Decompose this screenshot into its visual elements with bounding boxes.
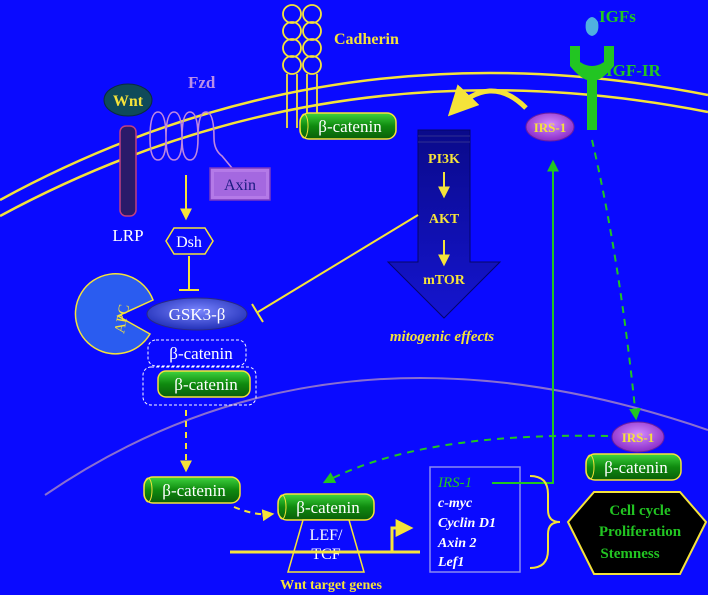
gene-cyclin-d1: Cyclin D1 <box>438 516 496 531</box>
cadherin-label: Cadherin <box>334 31 399 48</box>
irs1-membrane: IRS-1 <box>525 112 575 142</box>
svg-text:Cell cycle: Cell cycle <box>609 503 671 519</box>
lrp-receptor <box>119 125 137 217</box>
svg-text:β-catenin: β-catenin <box>604 458 668 477</box>
wnt-target-genes-label: Wnt target genes <box>280 578 382 593</box>
beta-catenin-irs1-complex: β-catenin <box>585 453 682 481</box>
transcription-start-arrow <box>390 519 414 552</box>
cell-membrane-outer <box>0 71 708 202</box>
svg-text:LEF/: LEF/ <box>310 527 343 544</box>
gsk3b-node: GSK3-β <box>146 297 248 331</box>
cell-membrane-inner <box>0 89 708 218</box>
beta-catenin-membrane: β-catenin <box>299 112 397 140</box>
svg-text:TCF: TCF <box>311 546 340 563</box>
svg-text:Stemness: Stemness <box>600 546 659 562</box>
target-genes-box <box>429 466 521 573</box>
svg-text:Wnt: Wnt <box>113 93 144 110</box>
svg-text:β-catenin: β-catenin <box>169 344 233 363</box>
igf-ir-to-nuclear-irs1-arrow <box>591 139 642 421</box>
genes-brace <box>529 475 561 569</box>
gene-cmyc: c-myc <box>438 496 473 511</box>
fzd-label: Fzd <box>188 73 216 92</box>
lef-tcf-factor: LEF/ TCF <box>287 519 365 573</box>
svg-text:β-catenin: β-catenin <box>162 481 226 500</box>
axin-box: Axin <box>209 167 271 201</box>
akt-inhibits-gsk3-line <box>257 214 419 313</box>
irs1-feedback-arrow <box>492 159 559 484</box>
igf-ir-label: IGF-IR <box>606 61 662 80</box>
nuclear-membrane <box>44 377 708 496</box>
apc-protein: APC <box>74 273 154 355</box>
svg-text:Proliferation: Proliferation <box>599 524 682 540</box>
svg-text:Dsh: Dsh <box>176 234 202 251</box>
beta-catenin-nucleus: β-catenin <box>277 493 375 521</box>
wnt-ligand: Wnt <box>103 83 153 117</box>
svg-text:GSK3-β: GSK3-β <box>169 305 226 324</box>
igf-ligand-icon <box>585 17 599 36</box>
mtor-label: mTOR <box>423 273 466 288</box>
svg-text:APC: APC <box>112 303 133 335</box>
irs1-to-pi3k-arrow <box>447 84 528 117</box>
beta-catenin-degradation-1: β-catenin <box>147 339 247 367</box>
svg-text:β-catenin: β-catenin <box>296 498 360 517</box>
igfs-label: IGFs <box>599 7 636 26</box>
svg-text:β-catenin: β-catenin <box>318 117 382 136</box>
beta-catenin-degradation-2: β-catenin <box>142 366 257 406</box>
svg-text:β-catenin: β-catenin <box>174 375 238 394</box>
igf-ir-receptor <box>570 46 614 130</box>
irs1-to-beta-catenin-arrow <box>322 434 609 484</box>
gene-irs1: IRS-1 <box>437 475 472 491</box>
svg-text:IRS-1: IRS-1 <box>534 120 567 135</box>
irs1-nucleus: IRS-1 <box>611 421 665 453</box>
gene-lef1: Lef1 <box>437 555 464 570</box>
lrp-label: LRP <box>112 226 143 245</box>
pi3k-pathway-arrow <box>386 129 502 319</box>
pi3k-label: PI3K <box>428 152 460 167</box>
fzd-receptor <box>149 111 233 169</box>
svg-text:Axin: Axin <box>224 177 256 194</box>
svg-text:IRS-1: IRS-1 <box>622 430 655 445</box>
mitogenic-effects-label: mitogenic effects <box>390 329 494 345</box>
gene-axin2: Axin 2 <box>437 536 477 551</box>
akt-label: AKT <box>429 212 460 227</box>
dsh-node: Dsh <box>165 227 214 255</box>
beta-catenin-cytoplasm: β-catenin <box>143 476 241 504</box>
outcome-hexagon: Cell cycle Proliferation Stemness <box>566 491 708 575</box>
